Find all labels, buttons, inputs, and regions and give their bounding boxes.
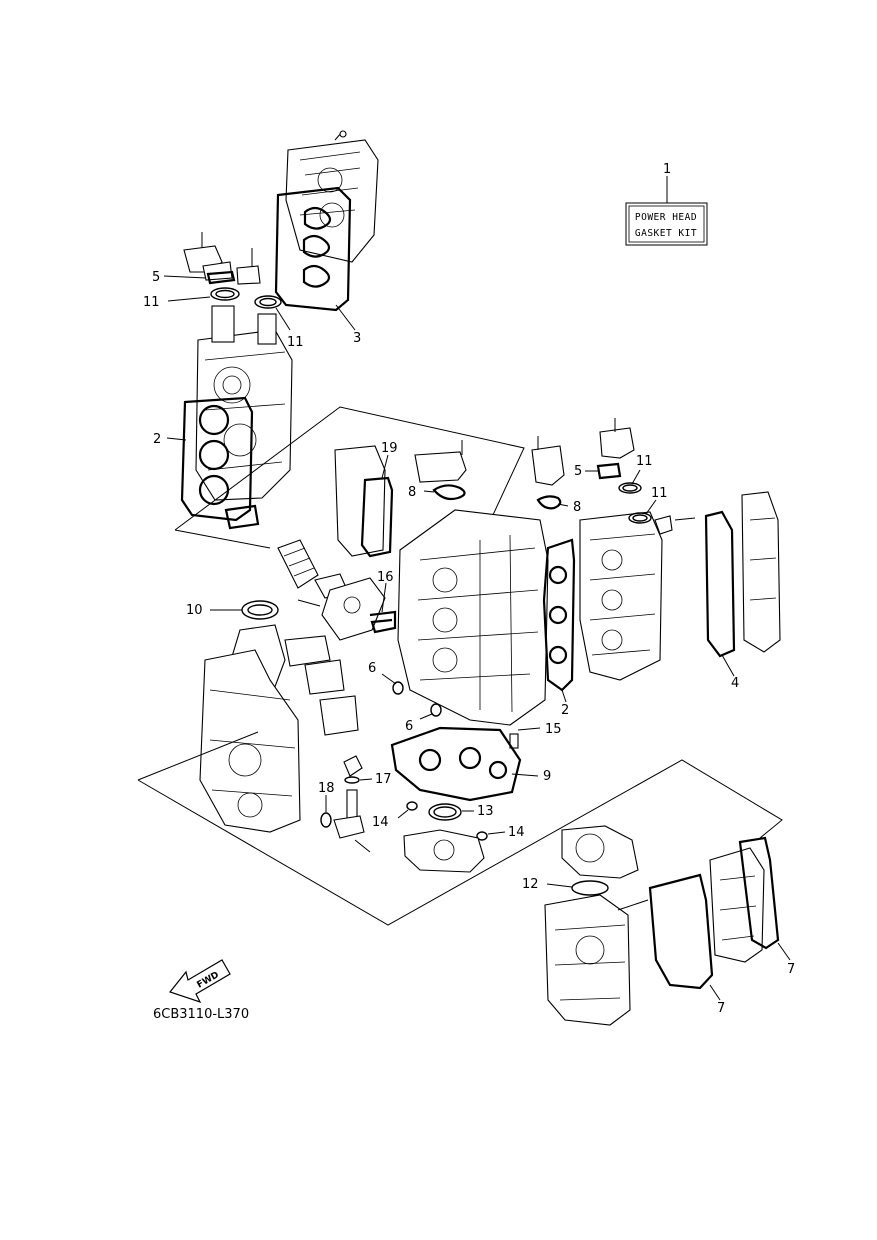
callout-5a: 5 bbox=[152, 270, 160, 285]
callout-10: 10 bbox=[186, 603, 203, 618]
callout-14b: 14 bbox=[508, 825, 525, 840]
fwd-arrow-icon: FWD bbox=[168, 959, 231, 1004]
cylinder-head-left-group: 3 5 11 11 2 bbox=[143, 130, 379, 530]
cylinder-head-right-group: 2 5 11 11 4 bbox=[542, 418, 781, 718]
callout-4: 4 bbox=[731, 676, 739, 691]
callout-6b: 6 bbox=[405, 719, 413, 734]
callout-15: 15 bbox=[545, 722, 562, 737]
callout-11a: 11 bbox=[143, 295, 160, 310]
callout-19: 19 bbox=[381, 441, 398, 456]
kit-label-line2: GASKET KIT bbox=[635, 228, 697, 239]
crankcase-group: 10 17 18 bbox=[186, 600, 392, 853]
callout-2b: 2 bbox=[561, 703, 569, 718]
callout-2a: 2 bbox=[153, 432, 161, 447]
callout-9: 9 bbox=[543, 769, 551, 784]
callout-11b: 11 bbox=[287, 335, 304, 350]
callout-11d: 11 bbox=[651, 486, 668, 501]
lower-center-group: 9 13 14 14 bbox=[372, 726, 551, 873]
callout-3: 3 bbox=[353, 331, 361, 346]
callout-6a: 6 bbox=[368, 661, 376, 676]
callout-11c: 11 bbox=[636, 454, 653, 469]
callout-12: 12 bbox=[522, 877, 539, 892]
callout-7b: 7 bbox=[787, 962, 795, 977]
callout-13: 13 bbox=[477, 804, 494, 819]
callout-5b: 5 bbox=[574, 464, 582, 479]
callout-7a: 7 bbox=[717, 1001, 725, 1016]
callout-18: 18 bbox=[318, 781, 335, 796]
callout-8a: 8 bbox=[408, 485, 416, 500]
kit-label-line1: POWER HEAD bbox=[635, 212, 697, 223]
exhaust-cover-group: 12 7 7 bbox=[522, 825, 795, 1026]
callout-16: 16 bbox=[377, 570, 394, 585]
callout-14a: 14 bbox=[372, 815, 389, 830]
figure-code: 6CB3110-L370 bbox=[153, 1007, 249, 1022]
cylinder-block-group: 19 8 8 16 6 6 15 bbox=[277, 436, 581, 749]
callout-8b: 8 bbox=[573, 500, 581, 515]
callout-17: 17 bbox=[375, 772, 392, 787]
callout-1: 1 bbox=[663, 162, 671, 177]
kit-label-box: POWER HEAD GASKET KIT bbox=[625, 202, 708, 246]
